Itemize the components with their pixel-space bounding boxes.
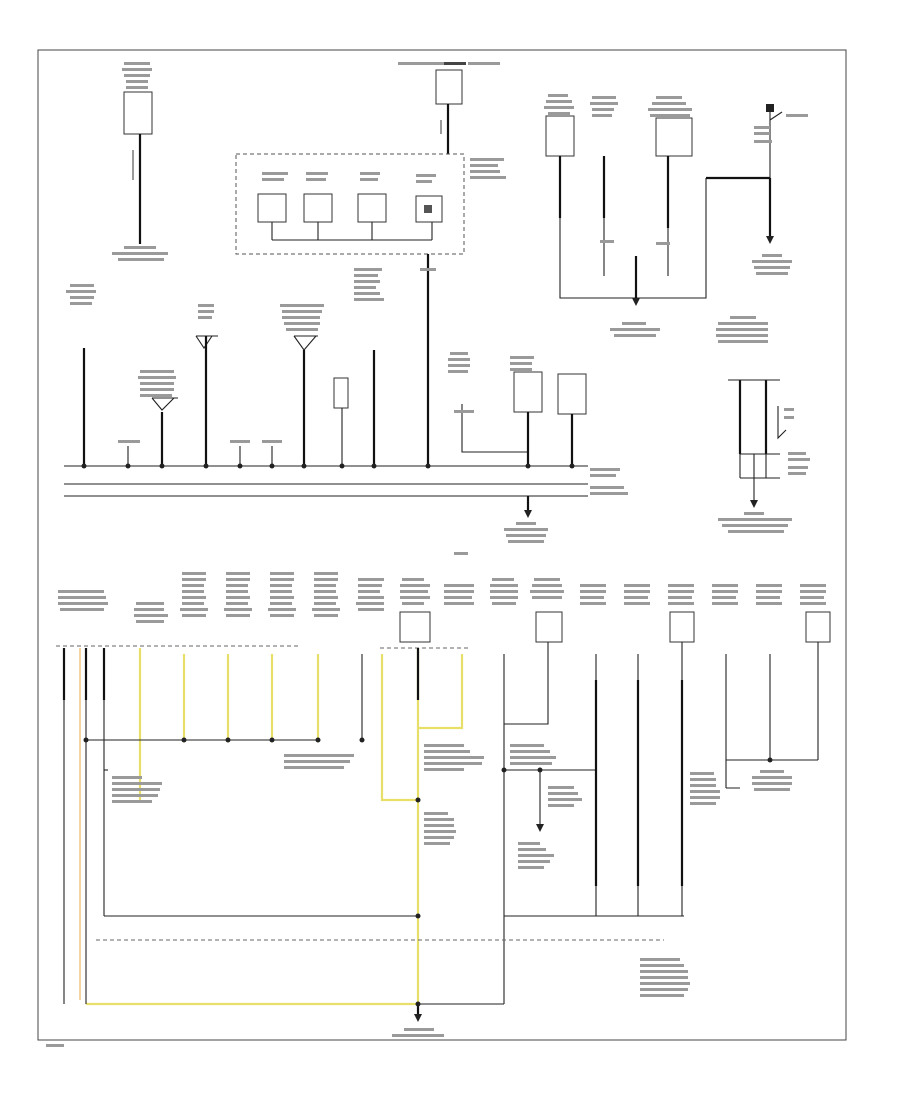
bottom-wires <box>62 642 819 1022</box>
module-bus-upper <box>235 153 506 255</box>
bottom-garbled-text <box>46 744 792 1047</box>
ground-unit-top-right <box>544 94 808 337</box>
fuse-block-top <box>398 62 500 154</box>
diagram-frame <box>37 49 847 1041</box>
mid-bus-section <box>64 254 810 555</box>
bottom-connector-row <box>56 572 831 649</box>
ground-unit-top-left <box>112 62 168 261</box>
